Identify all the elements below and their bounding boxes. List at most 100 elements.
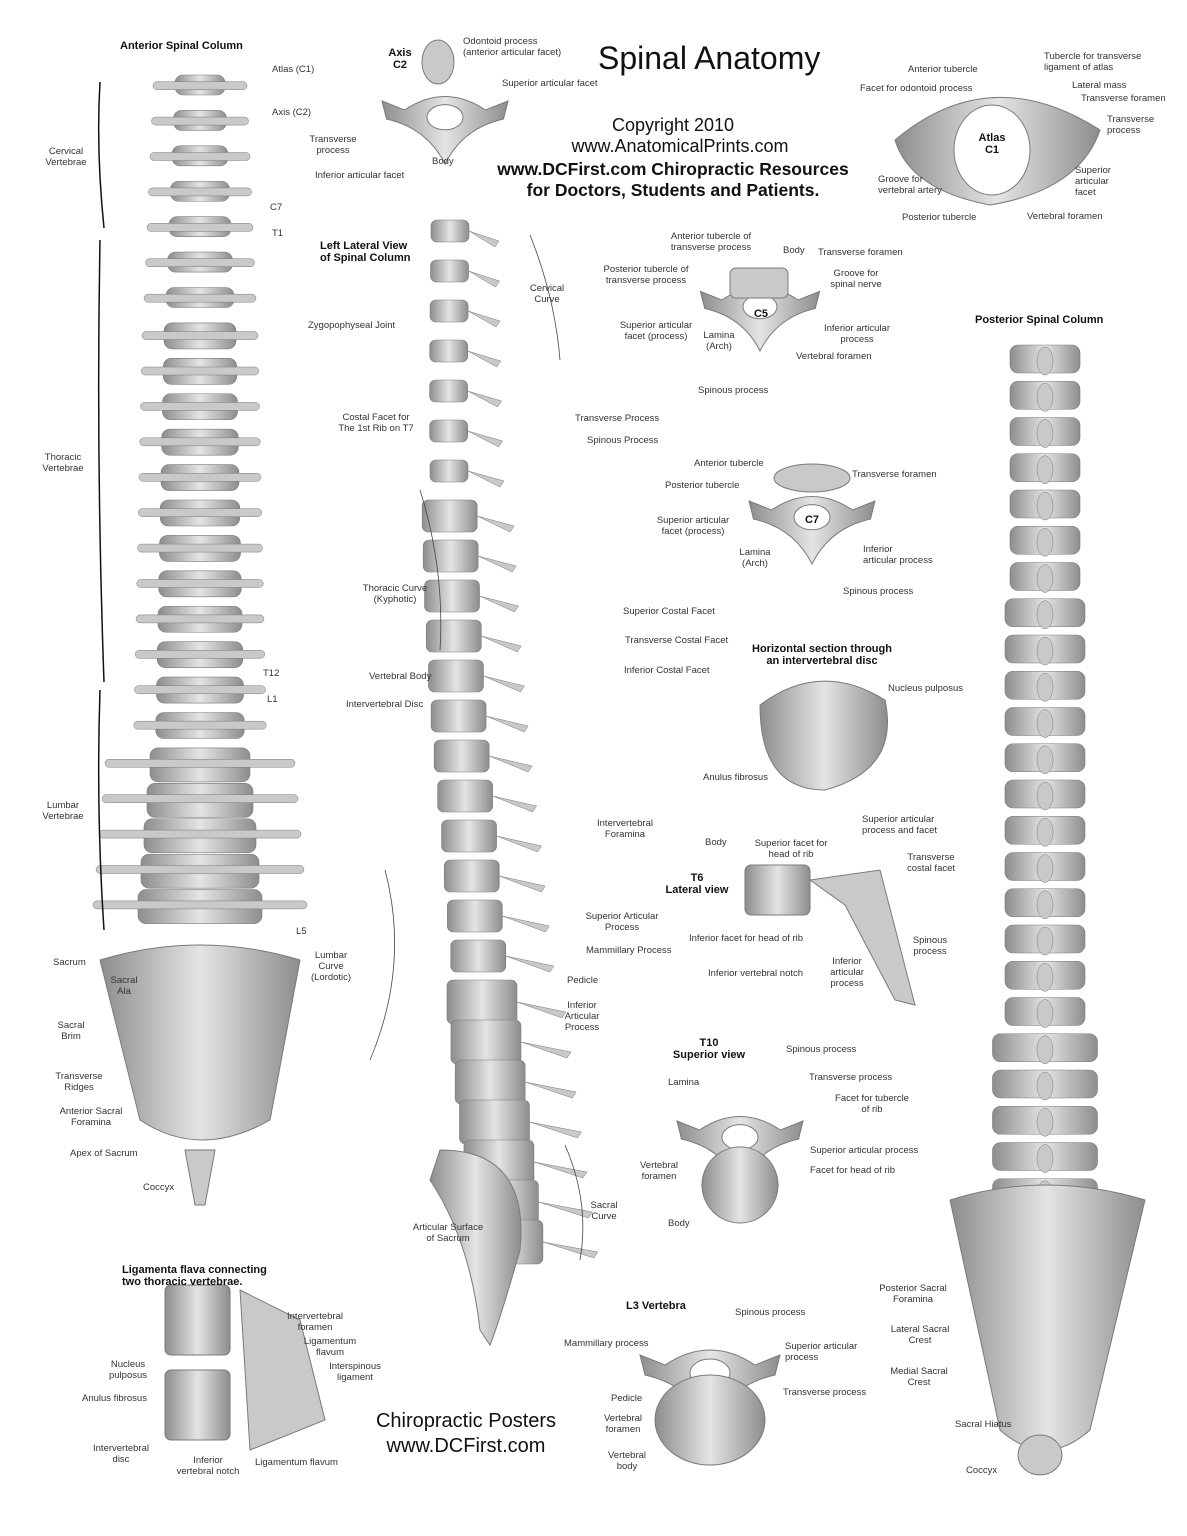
odontoid-process	[421, 39, 455, 85]
transverse-process	[98, 829, 302, 839]
transverse-process	[104, 759, 296, 768]
curve-arc	[419, 489, 442, 651]
site-link[interactable]: www.AnatomicalPrints.com	[571, 136, 789, 156]
lateral-vertebra	[433, 739, 490, 773]
label-l4: Transverse Process	[575, 413, 660, 424]
label-g4: Interspinous ligament	[329, 1361, 381, 1383]
lateral-vertebra	[459, 1099, 530, 1145]
heading-c5: C5	[753, 308, 769, 320]
label-c1g: Groove for vertebral artery	[878, 174, 942, 196]
spinous-process	[1036, 1071, 1054, 1101]
label-c7f: Inferior articular process	[863, 544, 933, 566]
label-a14: Transverse Ridges	[55, 1071, 103, 1093]
transverse-process	[140, 402, 260, 411]
label-c1f: Transverse process	[1107, 114, 1155, 136]
label-a11: Sacrum	[53, 957, 86, 968]
spinous-process	[520, 1041, 572, 1059]
spinous-process	[468, 270, 500, 288]
label-l11: Intervertebral Disc	[346, 699, 424, 710]
label-l17: Inferior Articular Process	[564, 1000, 600, 1033]
label-l3d: Pedicle	[611, 1393, 643, 1404]
label-c7a: Anterior tubercle	[694, 458, 764, 469]
heading-t10: T10 Superior view	[672, 1037, 746, 1061]
label-l5: Spinous Process	[587, 435, 659, 446]
lateral-sacrum	[429, 1149, 522, 1347]
label-t6h: Spinous process	[912, 935, 948, 957]
label-l3g: Vertebral body	[607, 1450, 647, 1472]
lateral-vertebra	[450, 1019, 522, 1065]
label-g8: Ligamentum flavum	[255, 1457, 338, 1468]
intervertebral-disc	[759, 680, 888, 791]
thoracic-bracket	[97, 239, 105, 683]
promo-line-1: www.DCFirst.com Chiropractic Resources	[497, 159, 849, 179]
atlas-foramen	[953, 104, 1031, 196]
label-l3: Costal Facet for The 1st Rib on T7	[338, 412, 414, 434]
transverse-process	[145, 258, 255, 267]
label-c5b: Body	[783, 245, 805, 256]
label-a5: T1	[272, 228, 284, 239]
label-a6: Thoracic Vertebrae	[42, 452, 84, 474]
t10-vertebra-foramen	[721, 1124, 759, 1151]
spinous-process	[1036, 709, 1054, 738]
heading-c7: C7	[804, 514, 820, 526]
curve-arc	[529, 234, 561, 361]
c7-vertebra-foramen	[793, 504, 831, 531]
spinous-process	[481, 635, 522, 653]
transverse-process	[138, 473, 262, 482]
label-p5: Coccyx	[966, 1465, 998, 1476]
spinous-process	[1036, 636, 1054, 666]
label-x5: Inferior articular facet	[315, 170, 405, 181]
label-l7: Superior Costal Facet	[623, 606, 715, 617]
spinous-process	[525, 1081, 577, 1099]
lateral-vertebra	[429, 419, 468, 443]
ligamenta-upper-body	[164, 1284, 231, 1356]
lateral-vertebra	[430, 699, 487, 733]
transverse-process	[101, 794, 299, 803]
ligamenta-arch	[239, 1289, 326, 1451]
t10-body	[701, 1146, 779, 1224]
ligamenta-lower-body	[164, 1369, 231, 1441]
label-c1d: Lateral mass	[1072, 80, 1127, 91]
t6-body	[744, 864, 811, 916]
label-a12: Sacral Ala	[110, 975, 138, 997]
label-a1: Atlas (C1)	[272, 64, 315, 75]
lateral-vertebra	[429, 299, 469, 323]
label-t10d: Facet for tubercle of rib	[835, 1093, 909, 1115]
spinous-process	[1036, 419, 1054, 448]
label-t10b: Lamina	[668, 1077, 700, 1088]
lateral-vertebra	[441, 819, 497, 853]
label-c5g: Lamina (Arch)	[703, 330, 735, 352]
label-l3a: Spinous process	[735, 1307, 806, 1318]
label-a15: Anterior Sacral Foramina	[59, 1106, 123, 1128]
cervical-bracket	[97, 81, 105, 229]
label-c5a: Anterior tubercle of transverse process	[670, 231, 752, 253]
lateral-vertebra	[428, 659, 484, 693]
spinous-process	[499, 875, 546, 893]
label-x1: Odontoid process (anterior articular fac…	[463, 36, 562, 58]
heading-t6: T6 Lateral view	[665, 872, 729, 896]
label-c7g: Spinous process	[843, 586, 914, 597]
spinous-process	[492, 795, 538, 813]
spinous-process	[1036, 890, 1054, 919]
label-t6c: Superior articular process and facet	[862, 814, 937, 836]
lateral-vertebra	[437, 779, 493, 813]
label-c5i: Vertebral foramen	[796, 351, 872, 362]
transverse-process	[95, 865, 305, 874]
label-x3: Transverse process	[309, 134, 357, 156]
lateral-vertebra	[446, 979, 518, 1025]
label-l3f: Vertebral foramen	[603, 1413, 643, 1435]
label-l14: Superior Articular Process	[585, 911, 659, 933]
label-c1e: Transverse foramen	[1081, 93, 1166, 104]
label-l16: Pedicle	[567, 975, 599, 986]
label-l3b: Mammillary process	[564, 1338, 649, 1349]
label-a7: T12	[263, 668, 280, 679]
label-c5d: Posterior tubercle of transverse process	[603, 264, 689, 286]
transverse-process	[136, 579, 264, 588]
spinous-process	[505, 955, 555, 973]
transverse-process	[148, 187, 252, 197]
promo-line-2: for Doctors, Students and Patients.	[526, 180, 820, 200]
footer-line-2[interactable]: www.DCFirst.com	[386, 1435, 546, 1457]
label-l3e: Transverse process	[783, 1387, 867, 1398]
label-c5h: Inferior articular process	[824, 323, 890, 345]
